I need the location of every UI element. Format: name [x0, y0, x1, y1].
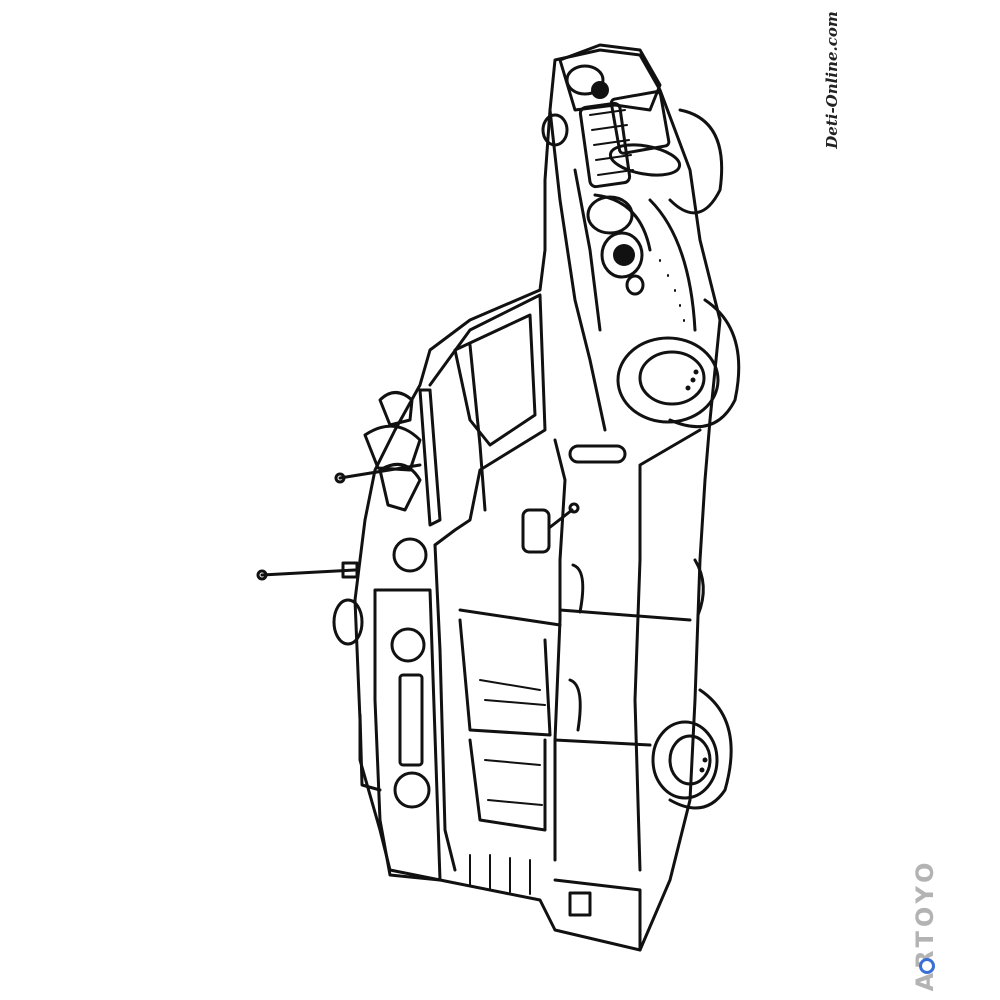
cab-window-frame [453, 313, 537, 447]
antenna-base [341, 561, 359, 579]
grille-bars [589, 109, 634, 176]
body-lower-line [633, 428, 702, 872]
rear-light-top [390, 627, 426, 663]
fog-light [608, 143, 682, 177]
antenna-2-tip [256, 569, 268, 581]
roof-bar [418, 388, 442, 527]
rear-wheel-tire [668, 688, 733, 810]
hub-dot-3 [693, 369, 699, 375]
grille [578, 101, 632, 189]
front-plate [609, 90, 671, 155]
hood-line [548, 108, 607, 432]
site-watermark-text: Deti-Online.com [823, 11, 841, 149]
middle-wheel-hub-outer [616, 336, 720, 424]
fender-line [648, 198, 697, 332]
front-bumper [558, 43, 662, 112]
cab-door-line [433, 543, 457, 872]
middle-wheel-hub-inner [638, 350, 706, 406]
cab-window-lower [458, 618, 552, 737]
eye-right-pupil [613, 244, 635, 266]
middle-wheel-tire [668, 298, 741, 429]
rear-hub-dot-1 [699, 767, 705, 773]
windshield-frame [468, 343, 487, 512]
rear-panel [373, 588, 442, 882]
hood-line-inner [573, 168, 602, 332]
brand-logo-icon [919, 958, 935, 974]
hub-dot-2 [690, 377, 696, 383]
antenna-1-tip [334, 472, 346, 484]
rear-hub-dot-2 [702, 757, 708, 763]
rear-bumper [358, 713, 382, 792]
side-marker-light [568, 444, 627, 464]
rivets-front [659, 259, 685, 322]
rear-wheel-hub-outer [651, 720, 719, 800]
eyebrow [593, 193, 652, 252]
rear-step [553, 878, 642, 952]
roof-light-round [392, 537, 428, 573]
rear-vents [469, 854, 531, 895]
eye-right-white [600, 231, 644, 279]
cab-roof [428, 293, 547, 547]
roof-beacon-2 [363, 424, 422, 472]
eye-left-white [586, 195, 634, 235]
rear-corner-box [568, 891, 592, 917]
door-seam-2 [553, 738, 652, 747]
rear-plate [398, 673, 424, 767]
antenna-2 [260, 568, 357, 577]
eye-left-pupil [591, 81, 609, 99]
door-seam-1 [558, 608, 692, 622]
antenna-1 [338, 463, 422, 480]
rear-light-bottom [393, 771, 431, 809]
hub-dot-1 [685, 385, 691, 391]
window-shading-2 [484, 759, 543, 806]
side-mirror [521, 508, 551, 554]
site-watermark: Deti-Online.com [812, 10, 852, 150]
roof-beacon-3 [378, 462, 422, 512]
door-handle-2 [568, 678, 582, 732]
roof-beacon-1 [378, 391, 414, 427]
cab-window-lower-2 [468, 738, 547, 832]
headlight-left [541, 113, 569, 147]
roof-cylinder [332, 598, 364, 646]
mirror-knob [568, 502, 580, 514]
window-shading-1 [479, 679, 546, 706]
cab-seam [458, 608, 562, 627]
nose-light [625, 274, 645, 296]
rear-wheel-hub-inner [668, 734, 712, 786]
mirror-arm [547, 508, 574, 530]
front-wheel-top [668, 108, 724, 215]
middle-bump [693, 558, 705, 617]
headlight-top [565, 64, 605, 96]
door-handle-1 [571, 563, 585, 614]
body-beltline [553, 438, 567, 862]
